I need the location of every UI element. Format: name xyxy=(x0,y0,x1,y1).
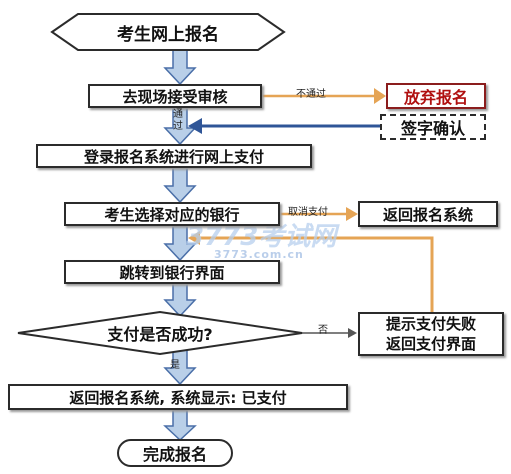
down-arrow-4 xyxy=(163,225,197,262)
down-arrow-7 xyxy=(163,409,197,442)
no-branch-arrowhead xyxy=(348,328,357,338)
not-passed-arrowhead xyxy=(374,88,386,104)
watermark-logo: 3773考试网 xyxy=(186,222,337,252)
down-arrow-6 xyxy=(163,349,197,386)
step-onsite-review: 去现场接受审核 xyxy=(88,84,262,108)
down-arrow-5 xyxy=(163,281,197,318)
decision-shape xyxy=(17,310,303,356)
step-return-paid: 返回报名系统, 系统显示: 已支付 xyxy=(8,384,348,410)
retry-loop-arrowhead xyxy=(188,231,200,245)
step-login-pay: 登录报名系统进行网上支付 xyxy=(36,144,312,168)
retry-loop-connector xyxy=(198,236,434,312)
watermark-url: 3773.com.cn xyxy=(214,248,304,261)
label-cancel-pay: 取消支付 xyxy=(288,207,328,218)
decision-label: 支付是否成功? xyxy=(107,325,213,344)
sign-confirm-box: 签字确认 xyxy=(380,114,486,140)
down-arrow-2 xyxy=(163,105,197,146)
label-yes: 是 xyxy=(170,360,180,371)
step-select-bank: 考生选择对应的银行 xyxy=(64,202,280,226)
return-system-box: 返回报名系统 xyxy=(358,201,498,227)
start-shape xyxy=(50,13,286,51)
label-passed: 通 过 xyxy=(173,109,183,132)
down-arrow-3 xyxy=(163,165,197,204)
step-jump-bank: 跳转到银行界面 xyxy=(64,260,280,284)
pay-failed-box: 提示支付失败 返回支付界面 xyxy=(358,312,504,356)
end-label: 完成报名 xyxy=(142,445,207,464)
label-not-passed: 不通过 xyxy=(296,89,326,100)
cancel-pay-arrowhead xyxy=(346,207,358,221)
end-shape xyxy=(117,439,233,467)
label-no: 否 xyxy=(318,325,328,336)
start-label: 考生网上报名 xyxy=(117,24,219,45)
give-up-box: 放弃报名 xyxy=(386,83,486,109)
sign-confirm-arrowhead xyxy=(188,118,202,134)
